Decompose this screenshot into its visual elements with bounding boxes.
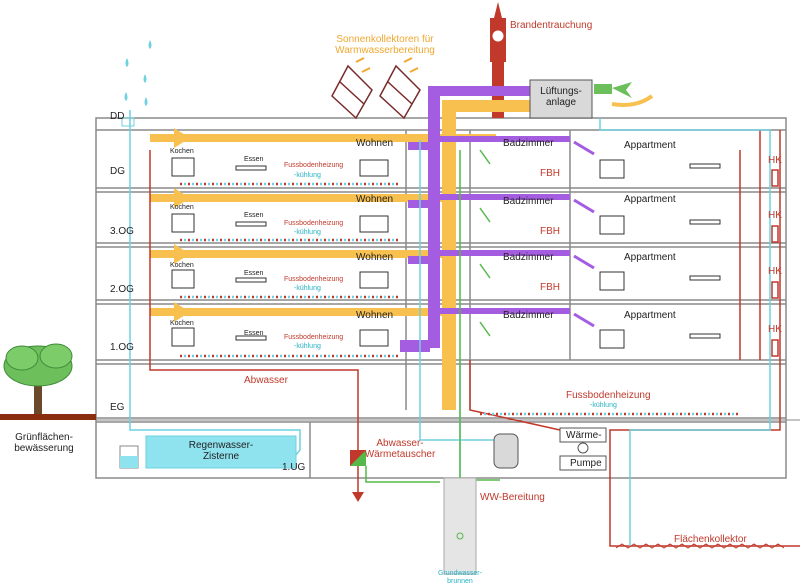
ground-strip	[0, 414, 96, 420]
heat-exchanger-label: Abwasser- Wärmetauscher	[364, 438, 436, 460]
room-kochen-2og: Kochen	[170, 262, 194, 269]
floor-label-dd: DD	[110, 111, 125, 122]
heat-exchanger-icon	[350, 450, 366, 466]
room-appartment-3og: Appartment	[624, 194, 676, 205]
room-badzimmer-2og: Badzimmer	[503, 252, 554, 263]
fresh-air-arrow-icon	[612, 82, 632, 98]
furniture-icons	[171, 157, 721, 349]
smoke-exhaust-label: Brandentrauchung	[510, 20, 593, 31]
fbh-sub-1og: -kühlung	[294, 343, 321, 350]
ventilation-ducts	[400, 86, 570, 352]
radiator-icons	[771, 169, 779, 357]
room-appartment-1og: Appartment	[624, 310, 676, 321]
pump-icon	[577, 442, 589, 454]
room-essen-dg: Essen	[244, 156, 264, 163]
fbh-title-2og: Fussbodenheizung	[284, 276, 344, 283]
air-flow-arrows	[573, 140, 595, 328]
wastewater-label: Abwasser	[244, 375, 288, 386]
hot-water-label: WW-Bereitung	[480, 492, 545, 503]
fbh-short-dg: FBH	[540, 168, 560, 179]
cistern-label: Regenwasser- Zisterne	[188, 440, 254, 462]
green-irrigation-label: Grünflächen- bewässerung	[14, 432, 74, 454]
fresh-air-inlet	[594, 84, 612, 94]
heat-pump-top	[559, 427, 607, 443]
hk-label-1og: HK	[768, 324, 782, 335]
drain-arrow	[352, 492, 364, 502]
fbh-eg-sub: -kühlung	[590, 402, 617, 409]
room-appartment-dg: Appartment	[624, 140, 676, 151]
ground-collector-coil	[615, 543, 785, 549]
exhaust-air-arrow-icon	[611, 94, 654, 107]
floor-label-1ug: 1.UG	[282, 462, 306, 473]
room-essen-2og: Essen	[244, 270, 264, 277]
heat-pump-label-top: Wärme-	[566, 430, 602, 441]
room-essen-1og: Essen	[244, 330, 264, 337]
heat-pump-bottom	[559, 455, 607, 471]
room-badzimmer-dg: Badzimmer	[503, 138, 554, 149]
fbh-short-3og: FBH	[540, 226, 560, 237]
hk-label-dg: HK	[768, 155, 782, 166]
room-badzimmer-3og: Badzimmer	[503, 196, 554, 207]
room-badzimmer-1og: Badzimmer	[503, 310, 554, 321]
building-outline	[95, 117, 787, 479]
floor-label-2og: 2.OG	[110, 284, 134, 295]
room-wohnen-2og: Wohnen	[356, 252, 394, 263]
warm-water-pipes	[150, 100, 532, 410]
hk-label-3og: HK	[768, 210, 782, 221]
room-kochen-1og: Kochen	[170, 320, 194, 327]
tree-icon	[3, 343, 73, 414]
fbh-sub-2og: -kühlung	[294, 285, 321, 292]
floor-label-eg: EG	[110, 402, 125, 413]
room-appartment-2og: Appartment	[624, 252, 676, 263]
heat-pump-label-bottom: Pumpe	[570, 458, 602, 469]
rainwater-cistern	[145, 435, 297, 469]
fbh-title-3og: Fussbodenheizung	[284, 220, 344, 227]
ventilation-unit-label: Lüftungs- anlage	[540, 86, 582, 108]
room-wohnen-1og: Wohnen	[356, 310, 394, 321]
solar-collector-label: Sonnenkollektoren für Warmwasserbereitun…	[335, 34, 435, 56]
fbh-title-dg: Fussbodenheizung	[284, 162, 344, 169]
floor-label-3og: 3.OG	[110, 226, 134, 237]
room-wohnen-dg: Wohnen	[356, 138, 394, 149]
floor-label-dg: DG	[110, 166, 125, 177]
room-wohnen-3og: Wohnen	[356, 194, 394, 205]
groundwater-well-label: Grundwasser- brunnen	[438, 570, 482, 585]
floor-heating-dots	[180, 182, 740, 416]
solar-collector-icon	[331, 64, 421, 120]
groundwater-well	[443, 477, 477, 575]
roof-drain-box	[121, 117, 135, 127]
fbh-sub-3og: -kühlung	[294, 229, 321, 236]
ventilation-unit	[529, 79, 593, 119]
floor-label-1og: 1.OG	[110, 342, 134, 353]
room-kochen-3og: Kochen	[170, 204, 194, 211]
rain-drops	[124, 40, 152, 106]
building-structure	[95, 117, 787, 479]
hot-water-tank	[493, 433, 519, 469]
fbh-short-2og: FBH	[540, 282, 560, 293]
room-essen-3og: Essen	[244, 212, 264, 219]
sun-rays	[355, 57, 419, 73]
fbh-title-1og: Fussbodenheizung	[284, 334, 344, 341]
ground-collector-label: Flächenkollektor	[674, 534, 747, 545]
fbh-eg-title: Fussbodenheizung	[566, 390, 651, 401]
hk-label-2og: HK	[768, 266, 782, 277]
fbh-sub-dg: -kühlung	[294, 172, 321, 179]
room-kochen-dg: Kochen	[170, 148, 194, 155]
